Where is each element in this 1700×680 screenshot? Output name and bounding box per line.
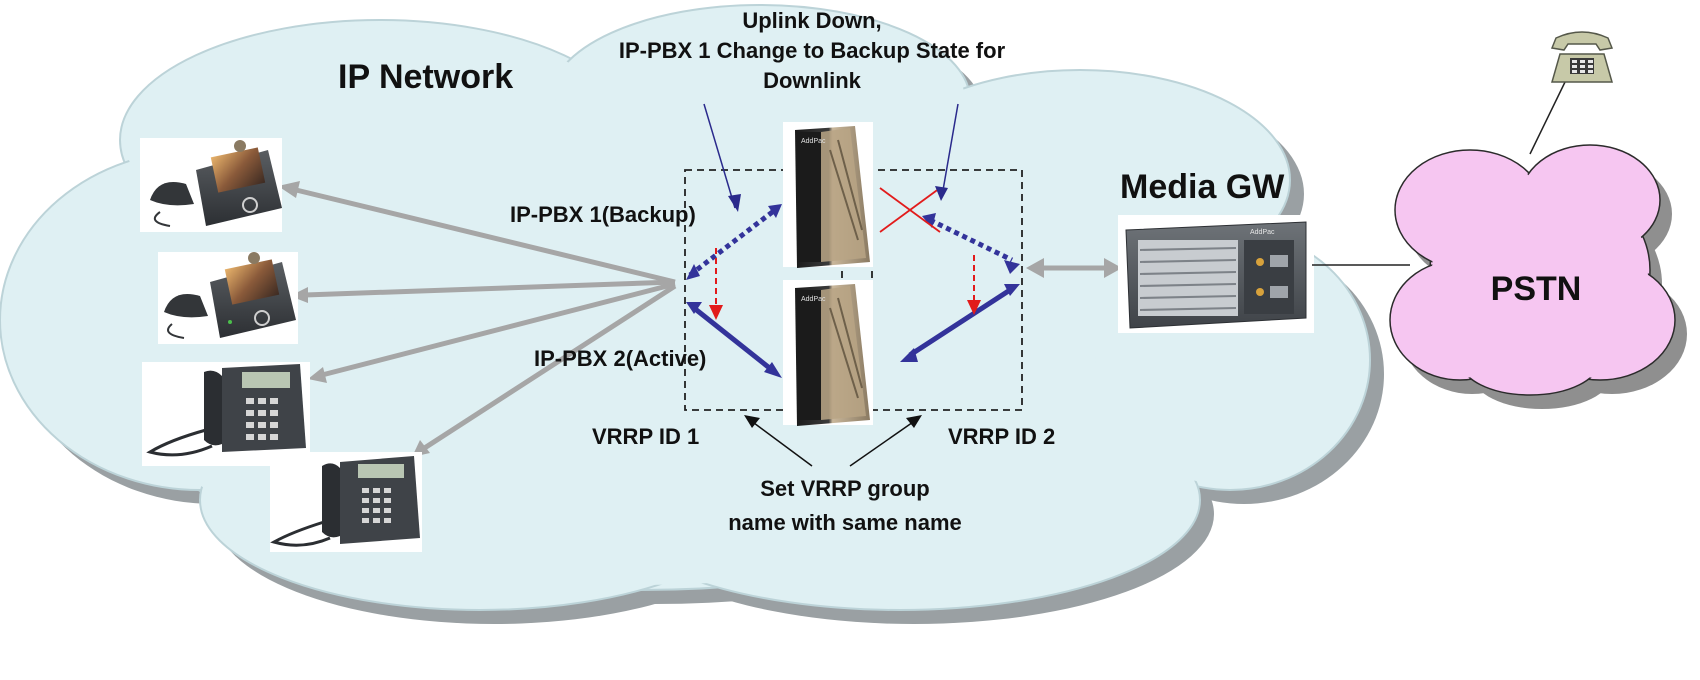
active-link-left [692,306,774,372]
ip-desk-phone-icon [270,456,420,547]
vrrp-id-1-label: VRRP ID 1 [592,424,699,449]
pbx-2-brand: AddPac [801,296,826,303]
analog-telephone-icon [1550,31,1614,83]
video-phone-icon [150,140,282,227]
arrowhead-phone-3 [308,367,327,383]
gateway-brand: AddPac [1250,229,1275,236]
arrowhead-phone-1 [278,181,300,198]
ip-pbx-tower-icon: AddPac [795,284,870,426]
pstn-label: PSTN [1491,270,1582,308]
video-phone-icon [164,252,296,339]
annotation-pointers [703,103,959,212]
phone-4 [270,452,422,552]
pstn-phone-line [1529,79,1567,155]
phone-links [278,181,677,457]
media-gateway-rack-icon: AddPac [1125,221,1307,329]
event-note-line-3: Downlink [763,68,862,93]
ip-pbx-tower-icon: AddPac [795,126,870,268]
pstn-cloud-inner [1392,147,1673,393]
media-gw-label: Media GW [1120,168,1285,206]
vrrp-note-line-2: name with same name [728,510,962,535]
arrowhead-phone-2 [290,287,308,303]
media-gateway-device: AddPac [1118,215,1314,333]
vrrp-pointers [744,415,922,467]
failover-arrows [715,248,975,310]
link-phone-1 [291,186,676,285]
uplink-down-mark [879,187,941,233]
link-phone-4 [421,283,677,452]
link-phone-2 [304,279,676,298]
pstn-cloud [1389,144,1687,409]
phone-3 [142,362,310,466]
pbx-2-label: IP-PBX 2(Active) [534,346,706,371]
ip-pbx-2-device: AddPac [783,280,873,426]
backup-arrowheads [686,204,1020,280]
event-note-line-1: Uplink Down, [742,8,881,33]
failover-arrowheads [709,300,981,320]
event-note-line-2: IP-PBX 1 Change to Backup State for [619,38,1006,63]
backup-links [688,208,1014,277]
ip-desk-phone-icon [146,364,306,457]
active-link-right [908,287,1012,358]
pbx-1-brand: AddPac [801,138,826,145]
ip-network-label: IP Network [338,58,513,96]
link-phone-3 [321,281,676,378]
ip-pbx-1-device: AddPac [783,122,873,268]
vrrp-id-2-label: VRRP ID 2 [948,424,1055,449]
gateway-link [1026,258,1122,278]
vrrp-note-line-1: Set VRRP group [760,476,930,501]
phone-1 [140,138,282,232]
backup-link-right [928,217,1014,263]
phone-2 [158,252,298,344]
active-links [692,287,1012,372]
active-arrowheads [686,284,1020,378]
pbx-1-label: IP-PBX 1(Backup) [510,202,696,227]
